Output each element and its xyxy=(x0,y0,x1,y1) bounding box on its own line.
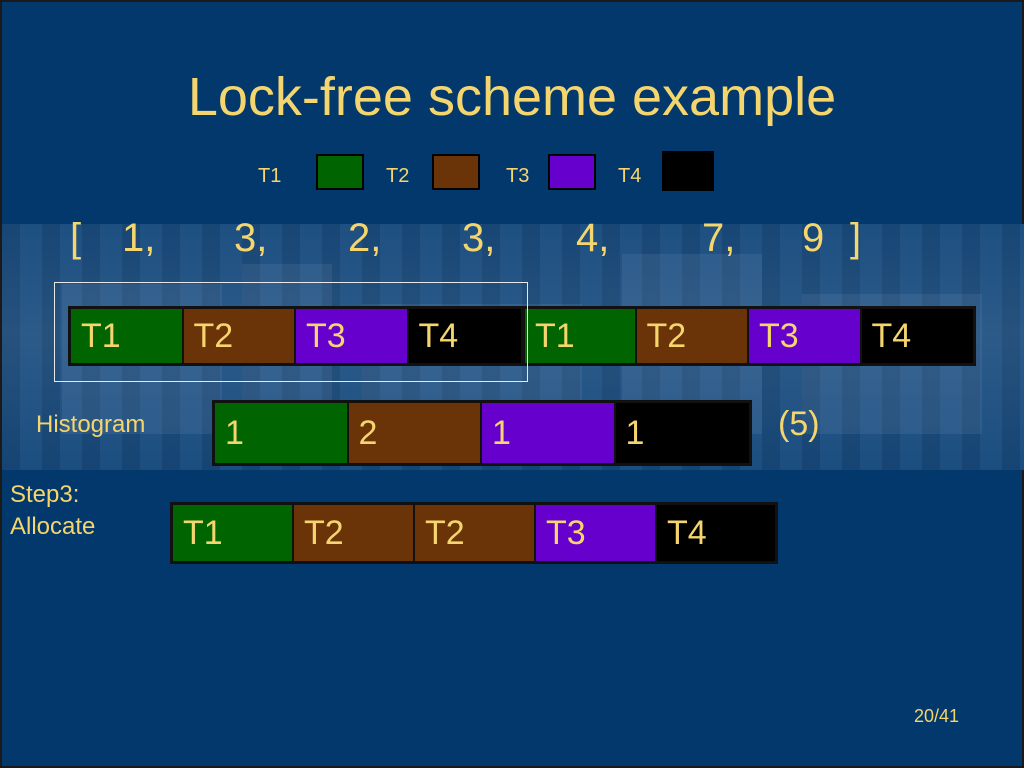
array-value: 3, xyxy=(462,216,496,260)
allocate-cell-t2: T2 xyxy=(415,505,536,561)
array-value: 3, xyxy=(234,216,268,260)
page-number: 20/41 xyxy=(914,706,960,726)
allocate-row: T1 T2 T2 T3 T4 xyxy=(170,502,778,564)
histogram-row: 1 2 1 1 xyxy=(212,400,752,466)
array-value: 9 xyxy=(802,216,825,260)
legend-swatch-t1 xyxy=(316,154,364,190)
allocate-cell-t4: T4 xyxy=(657,505,775,561)
histogram-cell-t3: 1 xyxy=(482,403,616,463)
legend-label-t1: T1 xyxy=(258,165,282,187)
array-value: 1, xyxy=(122,216,156,260)
thread-cell-t4: T4 xyxy=(861,309,973,363)
legend-swatch-t2 xyxy=(432,154,480,190)
array-open-bracket: [ xyxy=(70,216,82,260)
legend-label-t4: T4 xyxy=(618,165,642,187)
thread-row-right: T1 T2 T3 T4 xyxy=(522,306,976,366)
legend-label-t2: T2 xyxy=(386,165,410,187)
step3-label-line1: Step3: xyxy=(10,481,80,508)
allocate-cell-t1: T1 xyxy=(173,505,294,561)
thread-row-left: T1 T2 T3 T4 xyxy=(68,306,524,366)
legend-swatch-t4 xyxy=(662,151,714,191)
thread-cell-t3: T3 xyxy=(749,309,862,363)
histogram-cell-t1: 1 xyxy=(215,403,349,463)
allocate-cell-t2: T2 xyxy=(294,505,415,561)
array-value: 4, xyxy=(576,216,610,260)
thread-cell-t1: T1 xyxy=(71,309,184,363)
slide-title: Lock-free scheme example xyxy=(187,67,837,127)
thread-cell-t2: T2 xyxy=(183,309,296,363)
histogram-total: (5) xyxy=(778,405,820,443)
legend-label-t3: T3 xyxy=(506,165,530,187)
thread-cell-t1: T1 xyxy=(525,309,637,363)
thread-cell-t3: T3 xyxy=(296,309,409,363)
thread-cell-t2: T2 xyxy=(636,309,750,363)
array-value: 2, xyxy=(348,216,382,260)
step3-label-line2: Allocate xyxy=(10,513,96,540)
array-close-bracket: ] xyxy=(850,216,862,260)
array-value: 7, xyxy=(702,216,736,260)
histogram-cell-t4: 1 xyxy=(615,403,749,463)
selection-outline xyxy=(54,282,528,382)
allocate-cell-t3: T3 xyxy=(536,505,657,561)
thread-cell-t4: T4 xyxy=(408,309,521,363)
histogram-cell-t2: 2 xyxy=(348,403,482,463)
histogram-label: Histogram xyxy=(36,411,146,438)
legend-swatch-t3 xyxy=(548,154,596,190)
